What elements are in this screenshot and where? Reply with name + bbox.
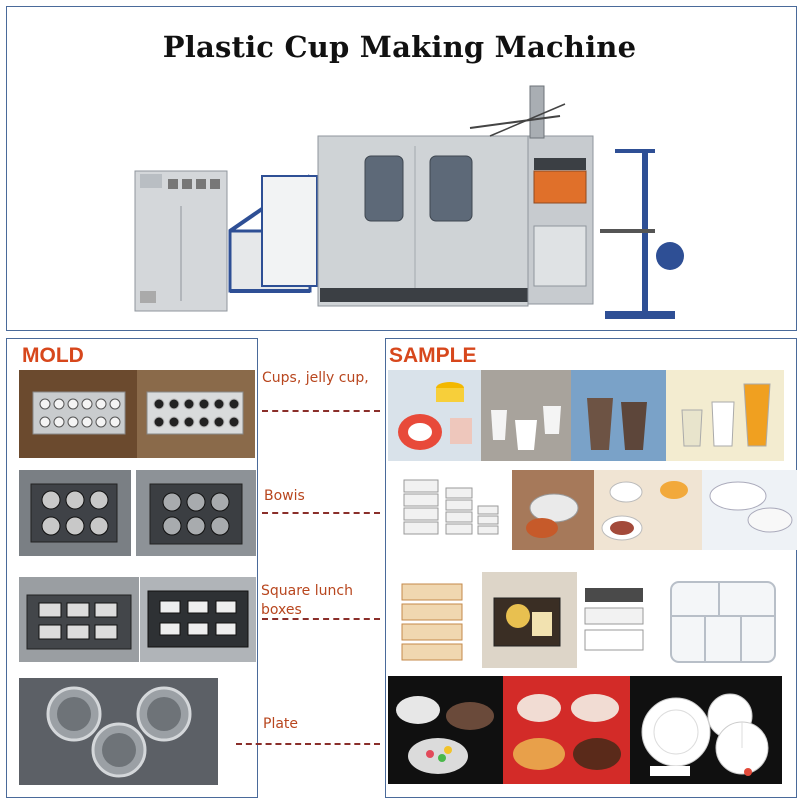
machine-illustration (130, 76, 690, 326)
sample-image-clear-bowls (702, 470, 797, 550)
plastic-product-icon (398, 382, 472, 450)
sample-image-lunch-box-food (482, 572, 577, 668)
sample-panel (385, 338, 797, 798)
sample-image-plates-red (503, 676, 630, 784)
category-label-bowls: Bowis (264, 488, 305, 504)
mold-tray-icon (46, 686, 192, 778)
plastic-product-icon (491, 406, 561, 450)
sample-image-cups (481, 370, 571, 461)
mold-image-cups-2 (137, 370, 255, 458)
sample-section-label: SAMPLE (389, 344, 477, 367)
sample-image-bowl-food (512, 470, 594, 550)
plastic-product-icon (587, 398, 647, 450)
connector-line-lunch-boxes (262, 618, 380, 620)
sample-image-white-plates (630, 676, 782, 784)
plastic-product-icon (493, 597, 561, 647)
sample-image-bowl-meal (594, 470, 702, 550)
mold-image-plate (19, 678, 218, 785)
mold-image-bowls-2 (136, 470, 256, 556)
machine-panel (6, 6, 797, 331)
connector-line-cups (262, 410, 380, 412)
plastic-product-icon (670, 581, 776, 663)
connector-line-plate (236, 743, 380, 745)
mold-tray-icon (146, 391, 244, 435)
page-title: Plastic Cup Making Machine (162, 30, 637, 64)
sample-image-bowls-stack (390, 470, 508, 550)
category-label-lunch-boxes: Square lunch boxes (261, 583, 353, 618)
mold-image-bowls-1 (19, 470, 131, 556)
mold-image-lunch-boxes-1 (19, 577, 139, 662)
plastic-product-icon (401, 583, 463, 661)
plastic-product-icon (396, 696, 494, 774)
sample-image-lunch-box-stack (390, 572, 480, 668)
plastic-product-icon (681, 383, 771, 447)
machine-icon (134, 85, 684, 319)
sample-image-drink-cups (571, 370, 666, 461)
sample-image-jelly-cups (388, 370, 481, 461)
plastic-product-icon (526, 493, 579, 538)
mold-tray-icon (149, 483, 243, 545)
mold-image-cups-1 (19, 370, 137, 458)
mold-section-label: MOLD (22, 344, 84, 367)
sample-image-lunch-box-sizes (577, 572, 665, 668)
sample-image-cup-sizes (666, 370, 784, 461)
connector-line-bowls (262, 512, 380, 514)
category-label-cups: Cups, jelly cup, (262, 370, 369, 386)
plastic-product-icon (513, 694, 621, 770)
plastic-product-icon (403, 479, 499, 535)
plastic-product-icon (601, 481, 688, 541)
plastic-product-icon (584, 588, 644, 651)
sample-image-plates-snacks (388, 676, 503, 784)
mold-image-lunch-boxes-2 (140, 577, 256, 662)
sample-image-compartment-tray (665, 572, 783, 668)
plastic-product-icon (709, 481, 793, 533)
mold-panel (6, 338, 258, 798)
category-label-plate: Plate (263, 716, 299, 732)
mold-tray-icon (26, 594, 132, 650)
mold-tray-icon (147, 590, 249, 648)
plastic-product-icon (641, 693, 769, 776)
mold-tray-icon (30, 483, 118, 543)
mold-tray-icon (32, 391, 126, 435)
